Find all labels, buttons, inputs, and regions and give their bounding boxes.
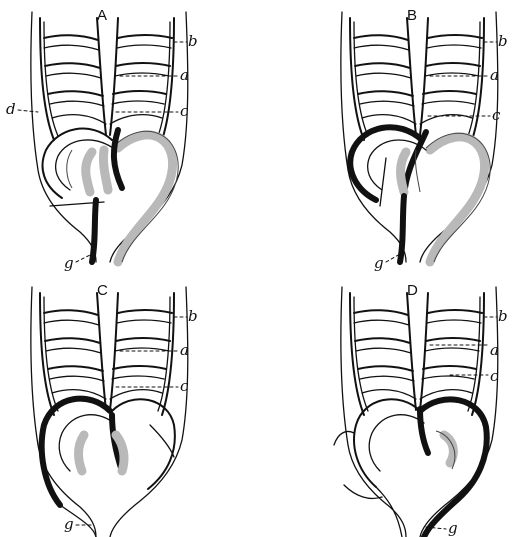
label-d: d (6, 100, 16, 118)
panel-b: B b a c g (341, 7, 508, 272)
panel-letter-a: A (97, 7, 107, 24)
label-c: c (490, 367, 499, 385)
panel-letter-c: C (97, 282, 108, 299)
label-b: b (188, 307, 198, 325)
label-g: g (448, 519, 458, 537)
label-c: c (492, 106, 501, 124)
label-b: b (498, 307, 508, 325)
label-g: g (374, 254, 384, 272)
label-c: c (180, 102, 189, 120)
label-b: b (498, 32, 508, 50)
panel-a: A b a c d g (6, 7, 198, 272)
label-a: a (490, 341, 499, 359)
panel-c: C b a c g (31, 282, 198, 537)
label-b: b (188, 32, 198, 50)
panel-d: D b a c g (334, 282, 508, 537)
panel-letter-b: B (407, 7, 417, 24)
label-a: a (180, 66, 189, 84)
label-c: c (180, 377, 189, 395)
label-g: g (64, 515, 74, 533)
panel-letter-d: D (407, 282, 418, 299)
label-a: a (180, 341, 189, 359)
label-g: g (64, 254, 74, 272)
label-a: a (490, 66, 499, 84)
